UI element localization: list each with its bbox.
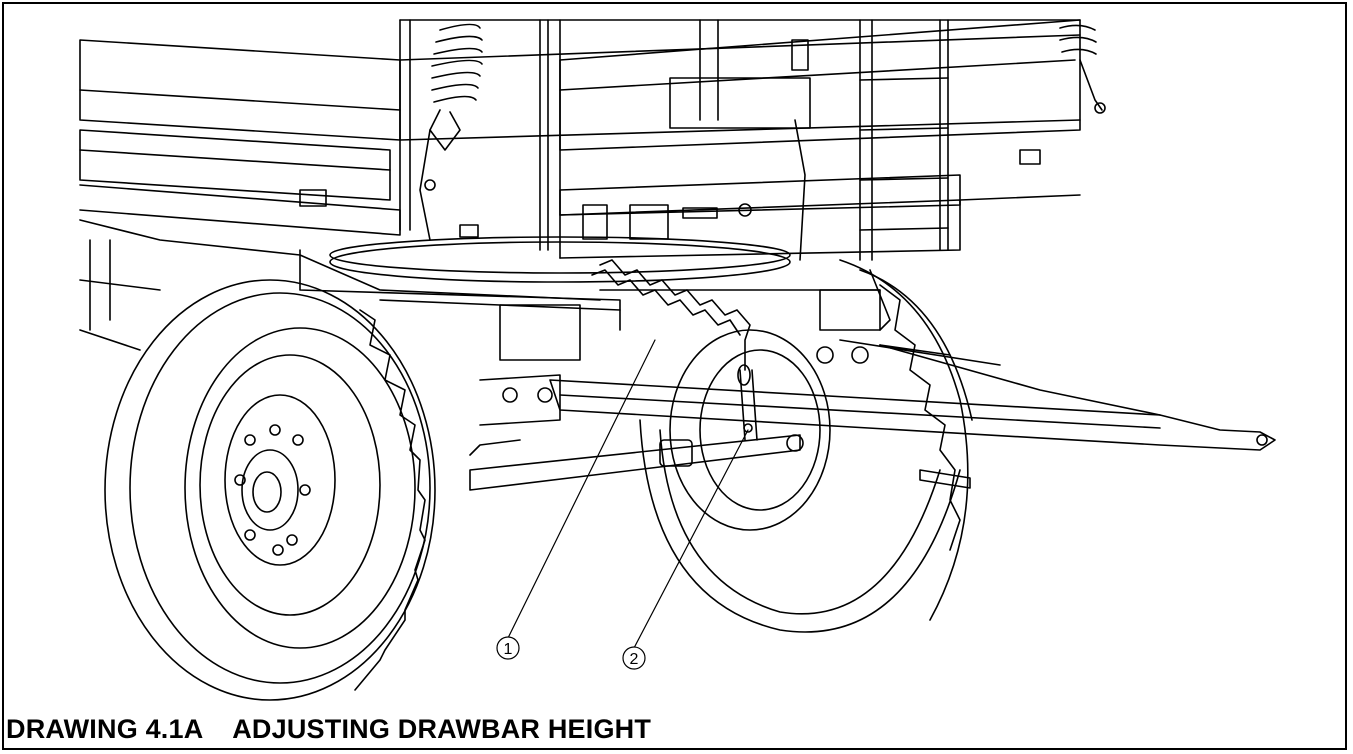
drawbar xyxy=(549,339,1276,451)
turntable xyxy=(329,236,791,283)
axle xyxy=(469,374,804,491)
wheel-front xyxy=(104,279,436,701)
figure-caption: DRAWING 4.1A ADJUSTING DRAWBAR HEIGHT xyxy=(6,714,652,744)
chassis-frame xyxy=(79,219,891,361)
drawbar-spring xyxy=(591,259,751,386)
body-spring-right xyxy=(1059,24,1106,114)
callout-2: 2 xyxy=(622,429,749,670)
callout-1-label: 1 xyxy=(504,641,513,658)
callout-1: 1 xyxy=(496,339,656,660)
cargo-box xyxy=(79,19,1081,261)
callout-2-label: 2 xyxy=(630,651,639,668)
wheel-rear xyxy=(639,259,973,633)
body-spring-left xyxy=(419,23,483,241)
